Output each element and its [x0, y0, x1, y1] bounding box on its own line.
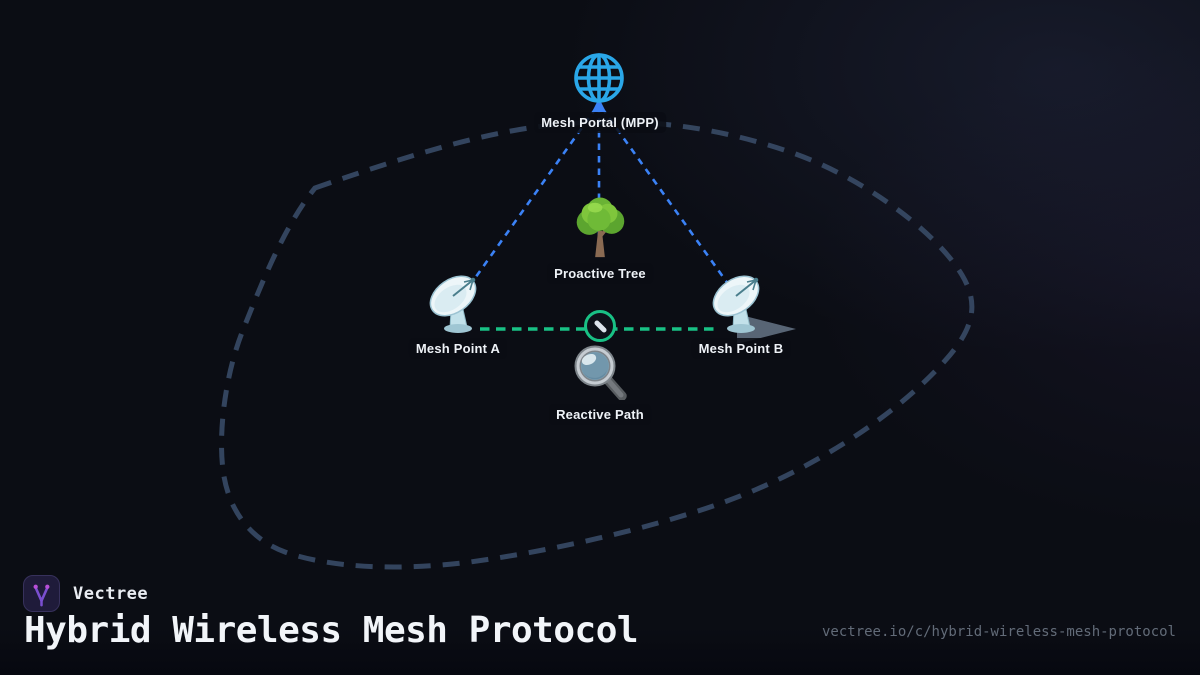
satellite-dish-icon [712, 275, 760, 333]
mesh-portal-node [571, 50, 627, 111]
satellite-dish-icon [429, 275, 477, 333]
mesh-point-a-label: Mesh Point A [408, 338, 508, 359]
right-arrowhead-icon [737, 314, 796, 344]
mesh-boundary-dashed-outline [219, 119, 975, 570]
vectree-logo [23, 575, 60, 612]
link-segment-icon [584, 310, 616, 342]
mesh-point-b-label: Mesh Point B [691, 338, 791, 359]
link-segment-bar [592, 318, 608, 334]
up-arrowhead-icon [592, 98, 606, 112]
page-url: vectree.io/c/hybrid-wireless-mesh-protoc… [821, 624, 1176, 640]
mesh-portal-label: Mesh Portal (MPP) [534, 112, 666, 133]
tree-icon [576, 197, 625, 258]
proactive-tree-label: Proactive Tree [547, 263, 653, 284]
mesh-point-b-node [709, 272, 773, 341]
magnifying-glass-icon [574, 345, 627, 401]
reactive-path-label: Reactive Path [549, 404, 651, 425]
globe-icon [574, 53, 624, 103]
vectree-logo-icon [33, 584, 50, 606]
page-title: Hybrid Wireless Mesh Protocol [24, 610, 639, 651]
brand-row: Vectree [23, 575, 148, 612]
mesh-point-a-node [426, 272, 490, 341]
proactive-tree-node [568, 196, 632, 267]
reactive-path-node [572, 344, 628, 405]
brand-name: Vectree [73, 583, 149, 604]
